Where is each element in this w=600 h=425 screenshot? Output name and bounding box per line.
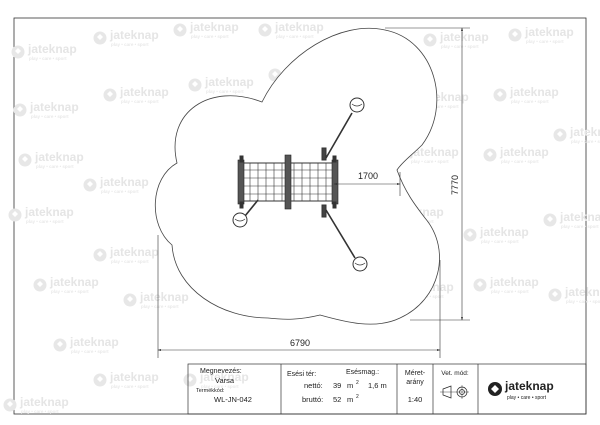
watermark-21 (463, 225, 529, 244)
title-block-projection-cell: Vet. mód: (440, 370, 469, 399)
code-value: WL-JN-042 (214, 395, 252, 404)
watermark-30 (53, 335, 119, 354)
scale-label-1: Méret- (405, 370, 426, 377)
watermark-0 (11, 42, 77, 61)
scale-label-2: arány (406, 379, 424, 386)
watermark-6 (508, 25, 574, 44)
watermark-22 (543, 210, 600, 229)
net-unit-exp: 2 (356, 380, 359, 386)
watermark-32 (93, 370, 159, 389)
title-block-logo-cell: jateknap play • care • sport (488, 379, 554, 401)
gross-unit: m (347, 395, 353, 404)
watermark-5 (423, 30, 489, 49)
safety-zone-outline (154, 28, 440, 325)
watermark-12 (493, 85, 559, 104)
watermark-18 (8, 205, 74, 224)
net-tunnel-equipment (237, 147, 339, 218)
scale-value: 1:40 (408, 395, 423, 404)
dimension-width-label: 6790 (290, 338, 310, 348)
title-block-name-cell: Megnevezés: Varsa Termékkód: WL-JN-042 (196, 368, 252, 404)
title-block (187, 363, 587, 415)
watermark-19 (93, 245, 159, 264)
watermark-8 (103, 85, 169, 104)
anchor-plate-left (232, 212, 248, 228)
dimension-inner (333, 172, 401, 196)
title-block-scale-cell: Méret- arány 1:40 (405, 370, 426, 404)
watermark-31 (3, 395, 69, 414)
net-value: 39 (333, 381, 341, 390)
watermark-28 (473, 275, 539, 294)
watermark-29 (548, 285, 600, 304)
net-unit: m (347, 381, 353, 390)
watermark-14 (83, 175, 149, 194)
dimension-height (385, 27, 470, 321)
projection-symbol-icon (440, 385, 469, 399)
watermark-7 (13, 100, 79, 119)
title-block-area-cell: Esési tér: Esésmag.: nettó: 39 m 2 1,6 m… (287, 369, 387, 404)
watermark-16 (483, 145, 549, 164)
watermark-13 (18, 150, 84, 169)
watermark-17 (553, 125, 600, 144)
watermark-2 (173, 20, 239, 39)
watermark-23 (33, 275, 99, 294)
fall-height-value: 1,6 m (368, 381, 387, 390)
projection-label: Vet. mód: (441, 370, 469, 377)
dimension-width (157, 235, 441, 358)
anchor-plate-bottom (352, 256, 368, 272)
watermark-3 (258, 20, 324, 39)
anchor-plate-top (349, 97, 365, 113)
dimension-inner-label: 1700 (358, 171, 378, 181)
anchor-ropes (244, 112, 356, 259)
code-label: Termékkód: (196, 388, 225, 394)
jateknap-logo-icon (488, 382, 502, 396)
gross-label: bruttó: (302, 395, 323, 404)
anchor-plates (232, 97, 368, 272)
watermark-1 (93, 28, 159, 47)
watermark-24 (123, 290, 189, 309)
gross-unit-exp: 2 (356, 394, 359, 400)
net-label: nettó: (304, 381, 323, 390)
name-label: Megnevezés: (200, 368, 242, 375)
area-label: Esési tér: (287, 371, 316, 378)
dimension-height-label: 7770 (450, 175, 460, 195)
name-value: Varsa (215, 376, 235, 385)
watermark-9 (188, 75, 254, 94)
logo-tagline: play • care • sport (507, 395, 547, 401)
fall-height-label: Esésmag.: (346, 369, 379, 376)
gross-value: 52 (333, 395, 341, 404)
logo-text: jateknap (504, 379, 554, 393)
